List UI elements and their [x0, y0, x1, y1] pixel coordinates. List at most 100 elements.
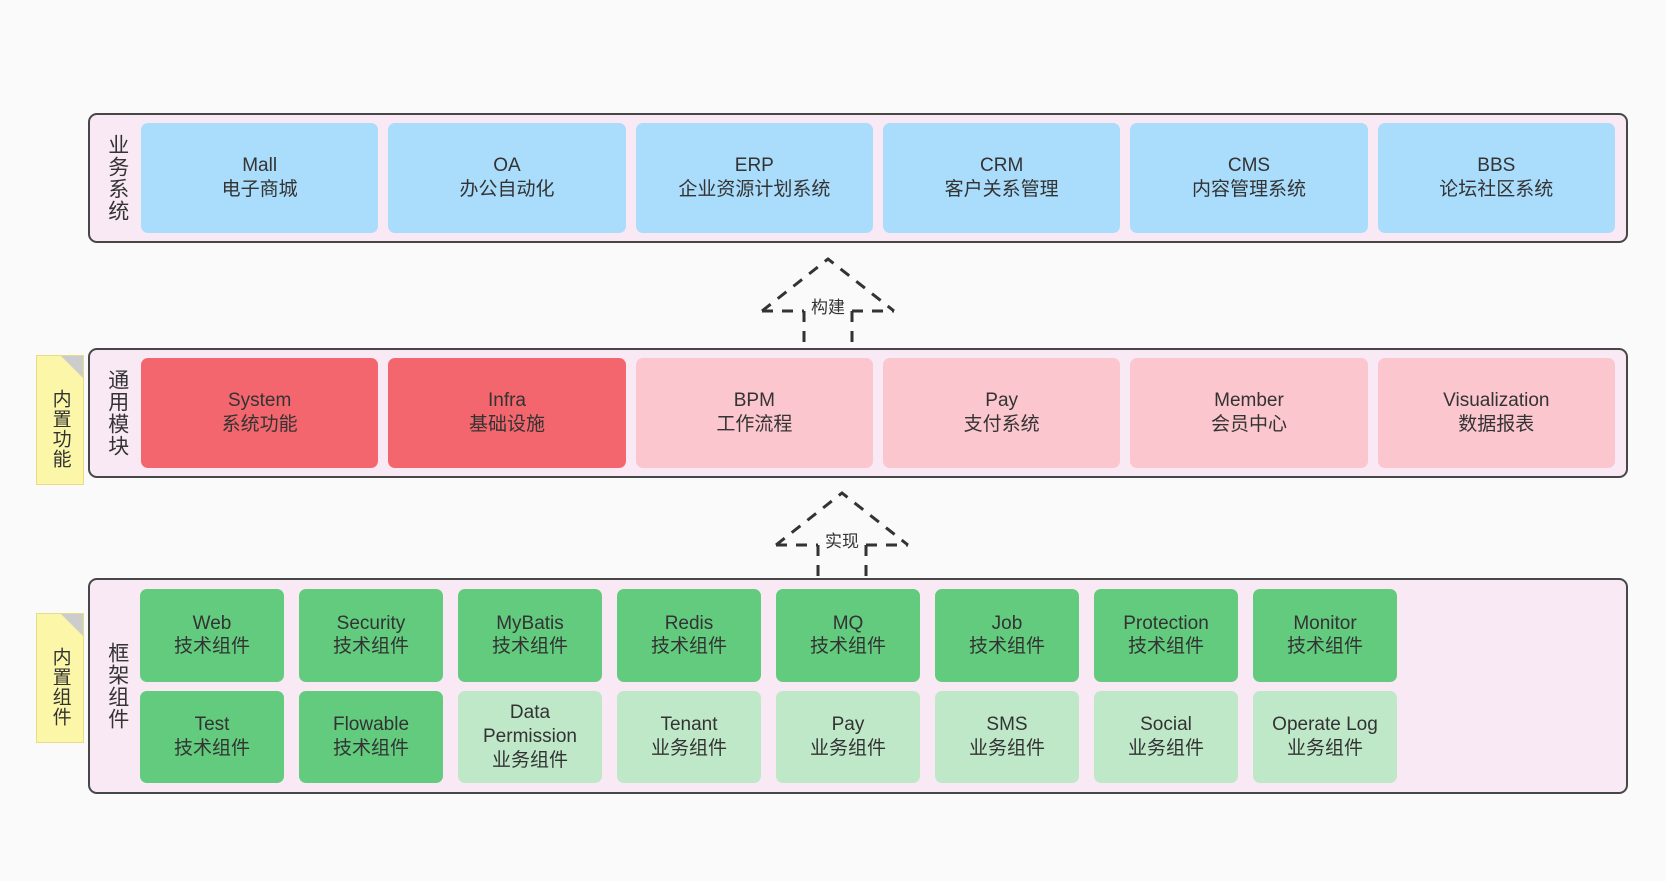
card-bpm[interactable]: BPM 工作流程 [635, 358, 873, 468]
card-web-name: Web [192, 612, 232, 634]
card-social-name: Social [1140, 714, 1192, 735]
card-protection-sub: 技术组件 [1127, 636, 1204, 658]
card-crm[interactable]: CRM 客户关系管理 [882, 123, 1121, 233]
card-cms-sub: 内容管理系统 [1191, 179, 1306, 200]
card-member-name: Member [1214, 390, 1284, 412]
card-operate-log-sub: 业务组件 [1286, 737, 1363, 759]
layer-title-framework: 框架组件 [105, 642, 129, 730]
card-tenant-name: Tenant [660, 714, 718, 735]
note-builtin-components-label: 内置组件 [49, 647, 71, 727]
card-oa-name: OA [493, 155, 521, 177]
card-data-permission[interactable]: Data Permission 业务组件 [458, 690, 602, 783]
card-monitor-name: Monitor [1293, 612, 1357, 634]
card-cms-name: CMS [1227, 155, 1271, 177]
card-visualization-name: Visualization [1443, 390, 1550, 412]
card-pay-component[interactable]: Pay 业务组件 [776, 690, 920, 783]
card-infra-name: Infra [487, 390, 526, 412]
card-pay-module[interactable]: Pay 支付系统 [882, 358, 1121, 468]
card-infra[interactable]: Infra 基础设施 [388, 358, 626, 468]
layer-title-modules: 通用模块 [105, 369, 129, 457]
card-flowable[interactable]: Flowable 技术组件 [299, 690, 443, 783]
layer-general-modules: 通用模块 System 系统功能 Infra 基础设施 BPM 工作流程 Pay… [88, 348, 1628, 478]
layer-business-systems: 业务系统 Mall 电子商城 OA 办公自动化 ERP 企业资源计划系统 CRM… [88, 113, 1628, 243]
arrow-build: 构建 [748, 253, 908, 353]
business-card-list: Mall 电子商城 OA 办公自动化 ERP 企业资源计划系统 CRM 客户关系… [140, 123, 1616, 233]
layer-framework-components: 框架组件 Web 技术组件 Security 技术组件 MyBatis 技术组件… [88, 578, 1628, 794]
card-pay-component-name: Pay [831, 714, 865, 735]
card-job-sub: 技术组件 [968, 636, 1045, 658]
card-system-name: System [227, 390, 292, 412]
card-bbs[interactable]: BBS 论坛社区系统 [1377, 123, 1615, 233]
card-mq-sub: 技术组件 [809, 636, 886, 658]
card-mybatis-name: MyBatis [496, 612, 564, 634]
card-protection-name: Protection [1123, 612, 1209, 634]
card-sms-name: SMS [986, 714, 1028, 735]
card-tenant[interactable]: Tenant 业务组件 [617, 690, 761, 783]
arrow-implement-label: 实现 [825, 532, 859, 551]
card-operate-log[interactable]: Operate Log 业务组件 [1253, 690, 1397, 783]
layer-title-business: 业务系统 [105, 134, 129, 222]
card-security-name: Security [336, 612, 406, 634]
card-data-permission-sub: 业务组件 [491, 749, 568, 771]
card-crm-name: CRM [980, 155, 1024, 177]
card-social-sub: 业务组件 [1127, 737, 1204, 759]
card-mall-name: Mall [242, 155, 278, 177]
card-pay-module-name: Pay [985, 390, 1019, 412]
arrow-build-label: 构建 [811, 298, 845, 317]
card-monitor-sub: 技术组件 [1286, 636, 1363, 658]
card-bpm-sub: 工作流程 [716, 414, 793, 435]
card-mybatis[interactable]: MyBatis 技术组件 [458, 589, 602, 682]
card-erp-sub: 企业资源计划系统 [678, 179, 831, 200]
card-security-sub: 技术组件 [332, 636, 409, 658]
card-bpm-name: BPM [733, 390, 775, 412]
card-member[interactable]: Member 会员中心 [1130, 358, 1368, 468]
card-flowable-sub: 技术组件 [332, 737, 409, 759]
note-builtin-components: 内置组件 [36, 613, 84, 743]
card-oa[interactable]: OA 办公自动化 [388, 123, 626, 233]
modules-card-list: System 系统功能 Infra 基础设施 BPM 工作流程 Pay 支付系统… [140, 358, 1616, 468]
card-security[interactable]: Security 技术组件 [299, 589, 443, 682]
card-redis[interactable]: Redis 技术组件 [617, 589, 761, 682]
note-builtin-functions-label: 内置功能 [49, 389, 71, 469]
note-builtin-functions: 内置功能 [36, 355, 84, 485]
card-social[interactable]: Social 业务组件 [1094, 690, 1238, 783]
card-cms[interactable]: CMS 内容管理系统 [1130, 123, 1368, 233]
card-sms-sub: 业务组件 [968, 737, 1045, 759]
card-flowable-name: Flowable [332, 714, 410, 735]
card-job[interactable]: Job 技术组件 [935, 589, 1079, 682]
card-system[interactable]: System 系统功能 [141, 358, 379, 468]
card-sms[interactable]: SMS 业务组件 [935, 690, 1079, 783]
card-crm-sub: 客户关系管理 [944, 179, 1059, 200]
card-visualization-sub: 数据报表 [1458, 414, 1535, 435]
card-mall[interactable]: Mall 电子商城 [141, 123, 379, 233]
arrow-implement-glyph [775, 491, 909, 585]
card-web[interactable]: Web 技术组件 [140, 589, 284, 682]
card-test[interactable]: Test 技术组件 [140, 690, 284, 783]
card-monitor[interactable]: Monitor 技术组件 [1253, 589, 1397, 682]
card-member-sub: 会员中心 [1210, 414, 1287, 435]
card-pay-module-sub: 支付系统 [963, 414, 1040, 435]
card-infra-sub: 基础设施 [468, 414, 545, 435]
card-bbs-sub: 论坛社区系统 [1439, 179, 1554, 200]
card-system-sub: 系统功能 [221, 414, 298, 435]
card-bbs-name: BBS [1477, 155, 1516, 177]
card-redis-sub: 技术组件 [650, 636, 727, 658]
card-pay-component-sub: 业务组件 [809, 737, 886, 759]
card-erp[interactable]: ERP 企业资源计划系统 [635, 123, 873, 233]
card-data-permission-name: Data Permission [483, 702, 577, 747]
card-mq-name: MQ [832, 612, 864, 634]
card-test-name: Test [194, 714, 230, 735]
card-visualization[interactable]: Visualization 数据报表 [1377, 358, 1615, 468]
card-mybatis-sub: 技术组件 [491, 636, 568, 658]
card-operate-log-name: Operate Log [1272, 714, 1378, 735]
card-web-sub: 技术组件 [173, 636, 250, 658]
card-mq[interactable]: MQ 技术组件 [776, 589, 920, 682]
card-protection[interactable]: Protection 技术组件 [1094, 589, 1238, 682]
arrow-build-glyph [761, 257, 895, 351]
card-redis-name: Redis [664, 612, 714, 634]
card-erp-name: ERP [734, 155, 774, 177]
framework-card-grid: Web 技术组件 Security 技术组件 MyBatis 技术组件 Redi… [140, 589, 1616, 783]
card-test-sub: 技术组件 [173, 737, 250, 759]
card-job-name: Job [991, 612, 1023, 634]
